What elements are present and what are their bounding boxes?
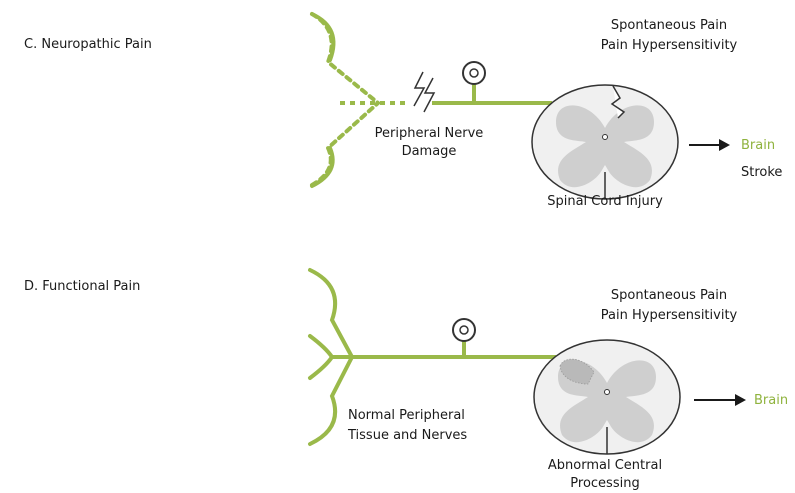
stroke-label: Stroke	[741, 164, 782, 181]
panel-c-brain-label: Brain	[741, 137, 775, 154]
panel-d-title: D. Functional Pain	[24, 278, 140, 295]
peripheral-nerve-label: Peripheral Nerve	[366, 125, 492, 142]
panel-d-brain-label: Brain	[754, 392, 788, 409]
abnormal-central-processing-label: Processing	[530, 475, 680, 492]
normal-nerve-ending-bottom	[310, 357, 352, 444]
brain-arrowhead-d	[735, 394, 746, 406]
nerve-damage-lightning-icon	[414, 72, 434, 112]
dorsal-root-ganglion-nucleus-d	[460, 326, 468, 334]
damaged-nerve-upper-branch	[312, 14, 378, 103]
normal-tissue-label: Normal Peripheral	[348, 407, 465, 424]
peripheral-nerve-damage-label: Damage	[366, 143, 492, 160]
panel-d-symptom-spontaneous: Spontaneous Pain	[584, 287, 754, 304]
normal-nerve-ending-top	[310, 270, 352, 357]
panel-c-symptom-spontaneous: Spontaneous Pain	[584, 17, 754, 34]
abnormal-central-label: Abnormal Central	[530, 457, 680, 474]
central-canal-d	[605, 390, 610, 395]
normal-tissue-nerves-label: Tissue and Nerves	[348, 427, 467, 444]
panel-c-symptom-hypersensitivity: Pain Hypersensitivity	[584, 37, 754, 54]
brain-arrowhead	[719, 139, 730, 151]
normal-nerve-ending-middle	[310, 336, 332, 378]
spinal-cord-injury-label: Spinal Cord Injury	[530, 193, 680, 210]
central-canal	[603, 135, 608, 140]
panel-c-title: C. Neuropathic Pain	[24, 36, 152, 53]
panel-d-symptom-hypersensitivity: Pain Hypersensitivity	[584, 307, 754, 324]
dorsal-root-ganglion-nucleus	[470, 69, 478, 77]
